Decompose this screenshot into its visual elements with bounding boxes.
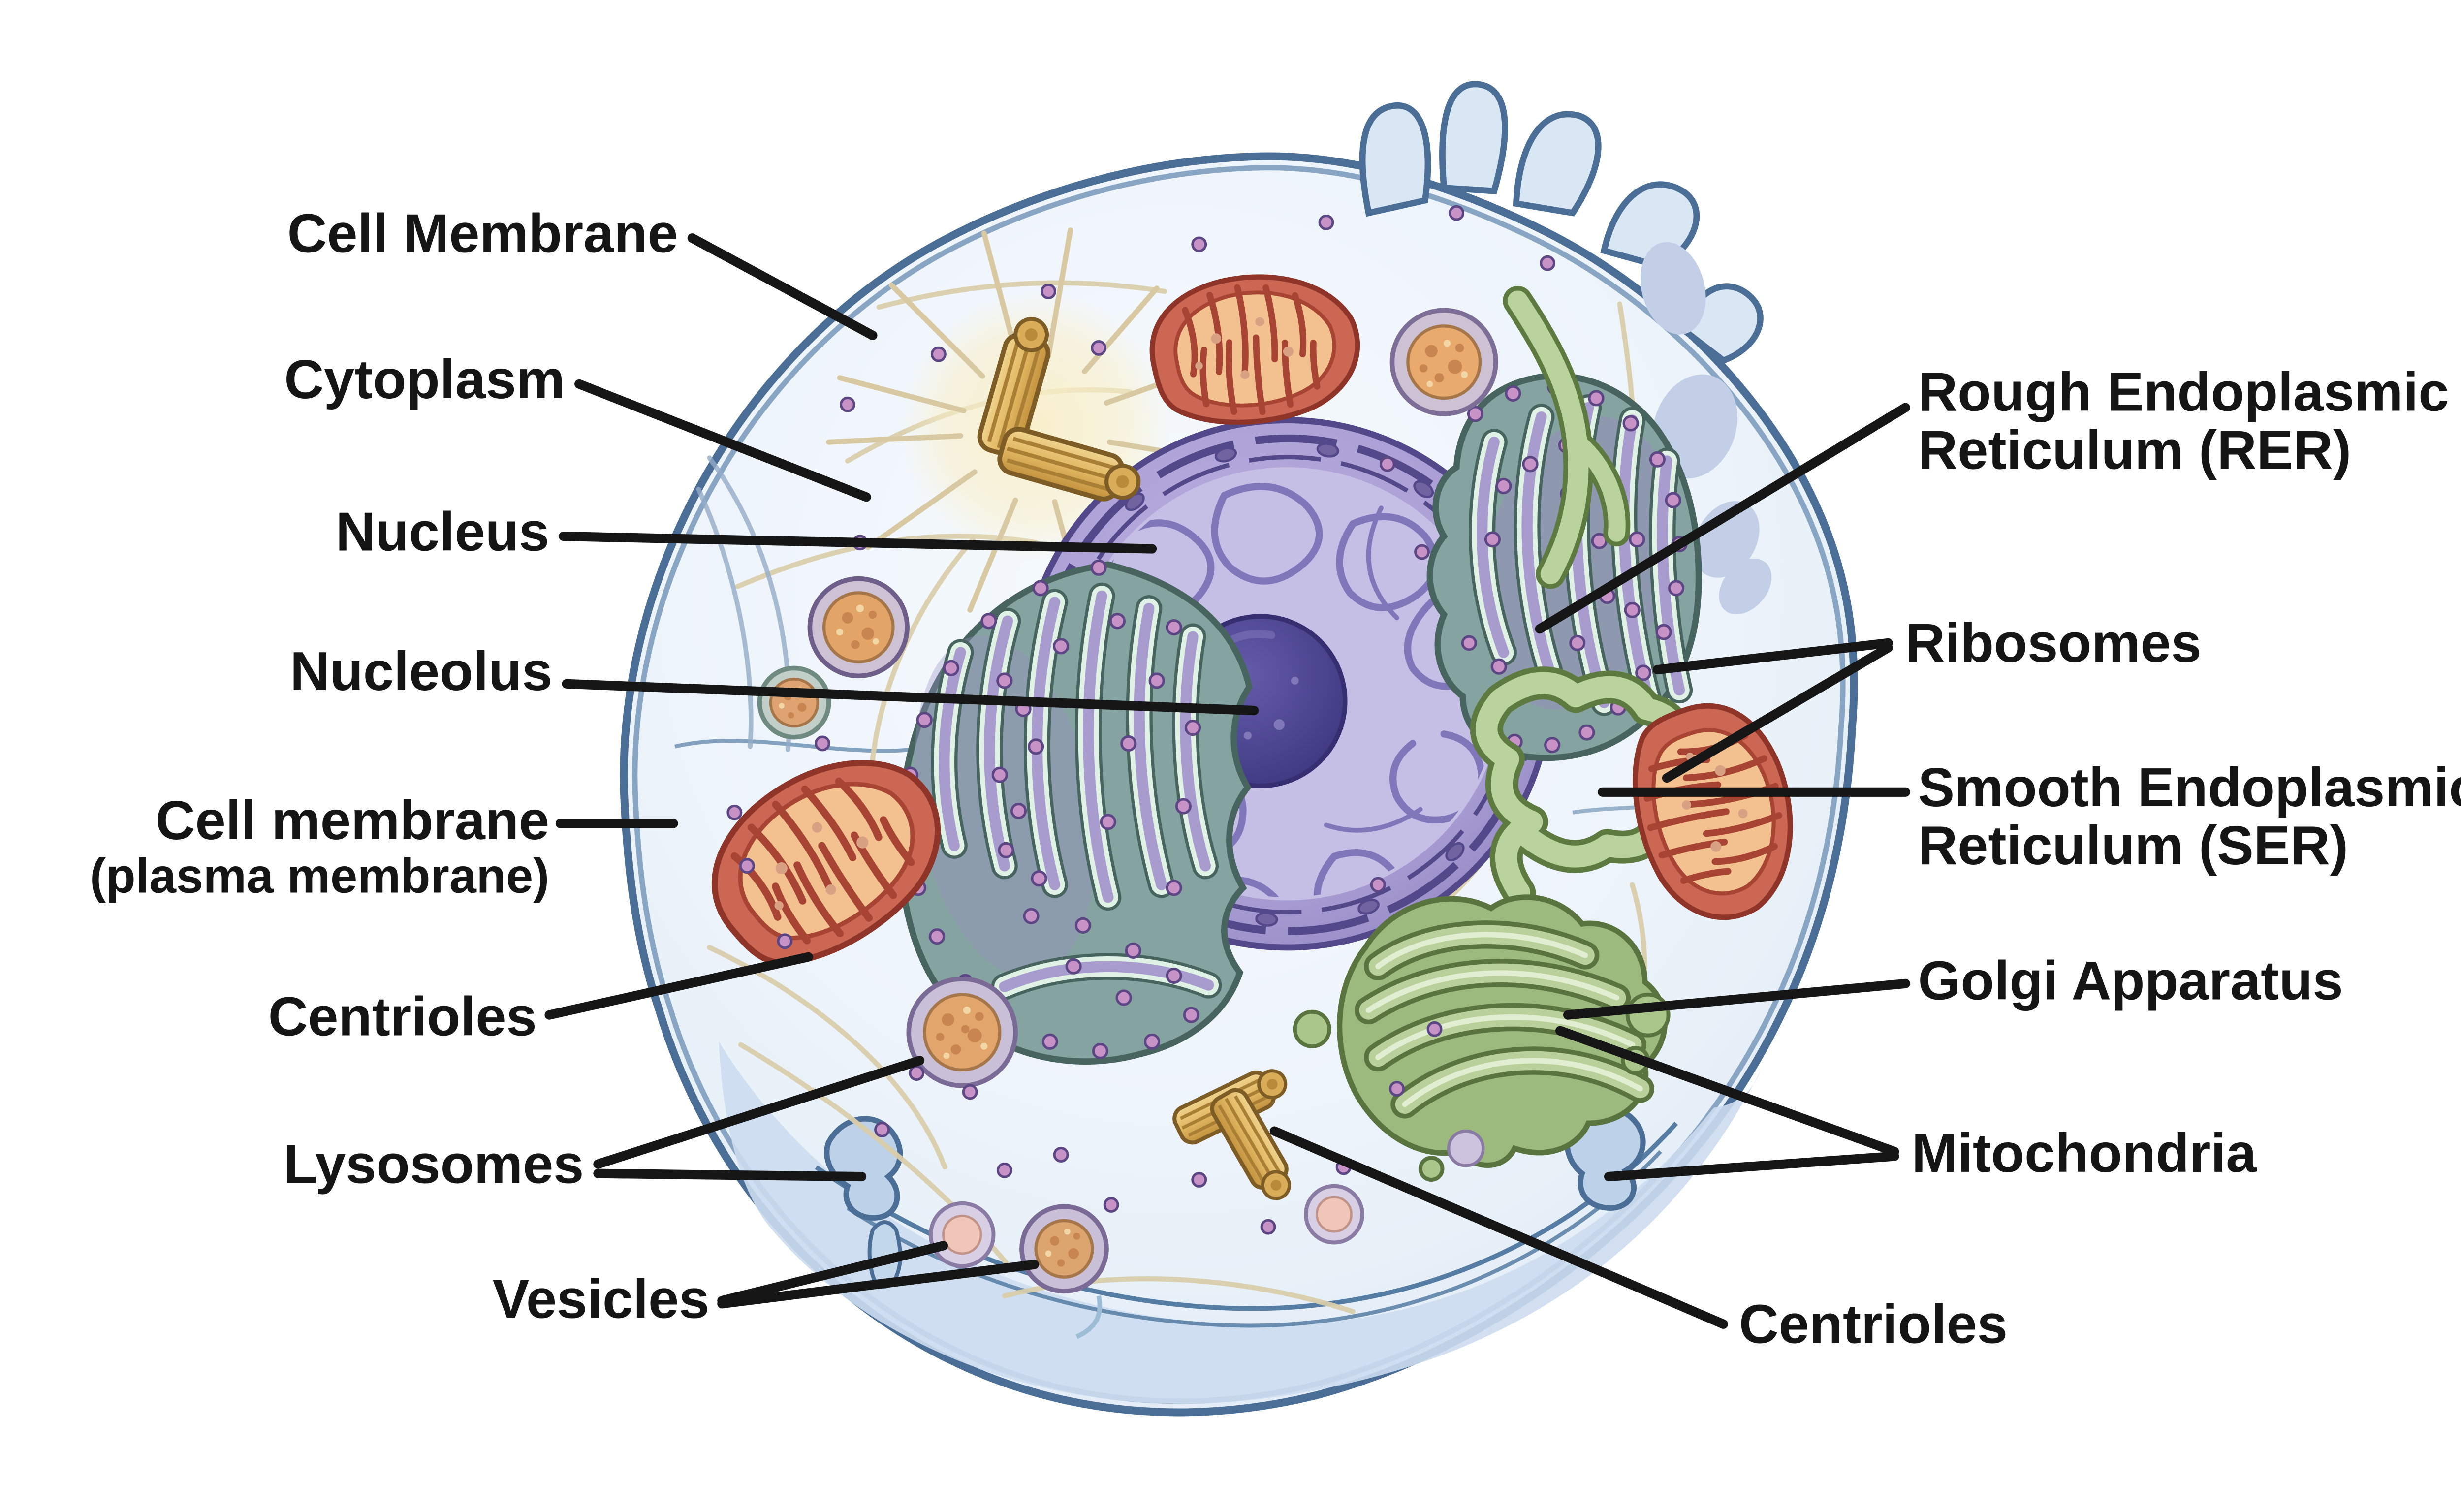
leader-centrioles-right (1269, 1126, 1728, 1329)
label-vesicles-text: Vesicles (493, 1268, 710, 1330)
lysosome-mid-left (807, 576, 910, 679)
leader-centrioles-left (544, 952, 813, 1020)
label-ser: Smooth Endoplasmic Reticulum (SER) (1598, 756, 2461, 876)
golgi-apparatus (1293, 894, 1671, 1182)
label-rer: Rough Endoplasmic Reticulum (RER) (1535, 361, 2449, 634)
label-centrioles-left: Centrioles (268, 952, 813, 1047)
lysosome-bottom (906, 976, 1018, 1088)
leader-lysosomes-2 (593, 1168, 867, 1182)
label-centrioles-right-text: Centrioles (1739, 1293, 2008, 1355)
label-nucleolus: Nucleolus (290, 640, 1259, 716)
leader-vesicles-2 (717, 1260, 1039, 1309)
free-ribosomes (726, 205, 1556, 1235)
label-cell-membrane-plasma-text1: Cell membrane (156, 789, 549, 851)
label-mitochondria: Mitochondria (1555, 1026, 2257, 1184)
membrane-dimple (1075, 1295, 1103, 1339)
label-nucleus-text: Nucleus (336, 501, 549, 562)
label-golgi: Golgi Apparatus (1563, 949, 2343, 1020)
membrane-lobes (1640, 242, 1772, 615)
label-ser-text1: Smooth Endoplasmic (1918, 756, 2461, 818)
cell-illustration (620, 81, 1858, 1417)
lysosome-small-left (757, 665, 831, 740)
leader-rer (1535, 403, 1910, 634)
golgi-cisternae (1354, 920, 1654, 1119)
label-ribosomes-text: Ribosomes (1905, 612, 2202, 674)
leader-golgi (1563, 978, 1910, 1020)
label-cytoplasm-text: Cytoplasm (284, 348, 565, 410)
label-golgi-text: Golgi Apparatus (1918, 949, 2343, 1011)
label-lysosomes: Lysosomes (284, 1056, 925, 1195)
leader-ribosomes-2 (1662, 643, 1893, 783)
label-rer-text1: Rough Endoplasmic (1918, 361, 2449, 422)
leader-lysosomes-1 (593, 1056, 925, 1169)
label-cell-membrane-plasma: Cell membrane (plasma membrane) (90, 789, 678, 903)
vesicle-bottom-center (1304, 1184, 1364, 1245)
label-nucleolus-text: Nucleolus (290, 640, 552, 702)
label-centrioles-right: Centrioles (1269, 1126, 2008, 1355)
rough-er-left (897, 559, 1253, 1065)
leader-cell-membrane-top (687, 233, 878, 340)
membrane-protrusions (1359, 81, 1764, 364)
leader-nucleolus (562, 679, 1259, 716)
leader-mitochondria-2 (1604, 1151, 1899, 1182)
leader-vesicles-1 (717, 1241, 948, 1306)
leader-ribosomes-1 (1652, 638, 1893, 675)
ser-network (1470, 666, 1701, 909)
label-lysosomes-text: Lysosomes (284, 1133, 584, 1195)
label-mitochondria-text: Mitochondria (1912, 1122, 2257, 1184)
label-vesicles: Vesicles (493, 1241, 1039, 1330)
label-ribosomes: Ribosomes (1652, 612, 2202, 783)
membrane-bottom-band (719, 1041, 1761, 1404)
label-cell-membrane-top-text: Cell Membrane (287, 202, 678, 264)
label-rer-text2: Reticulum (RER) (1918, 419, 2351, 480)
smooth-er (1470, 285, 1701, 961)
label-cell-membrane-plasma-text2: (plasma membrane) (90, 849, 549, 903)
leader-cytoplasm (574, 379, 871, 502)
label-ser-text2: Reticulum (SER) (1918, 815, 2348, 876)
leader-mitochondria-1 (1555, 1026, 1899, 1157)
label-cell-membrane-top: Cell Membrane (287, 202, 878, 340)
leader-nucleus (559, 532, 1157, 554)
lysosome-top-right (1389, 308, 1498, 416)
labels: Cell Membrane Cytoplasm Nucleus Nucleolu… (90, 202, 2461, 1354)
label-nucleus: Nucleus (336, 501, 1157, 562)
ser-branch-top (1503, 285, 1631, 589)
lysosome-bottom-right (1019, 1204, 1109, 1294)
vesicle-small (1447, 1129, 1485, 1167)
label-cytoplasm: Cytoplasm (284, 348, 871, 502)
rer-left-cisternae (931, 582, 1222, 1000)
vesicle-bottom-left (928, 1201, 996, 1268)
label-centrioles-left-text: Centrioles (268, 986, 537, 1047)
